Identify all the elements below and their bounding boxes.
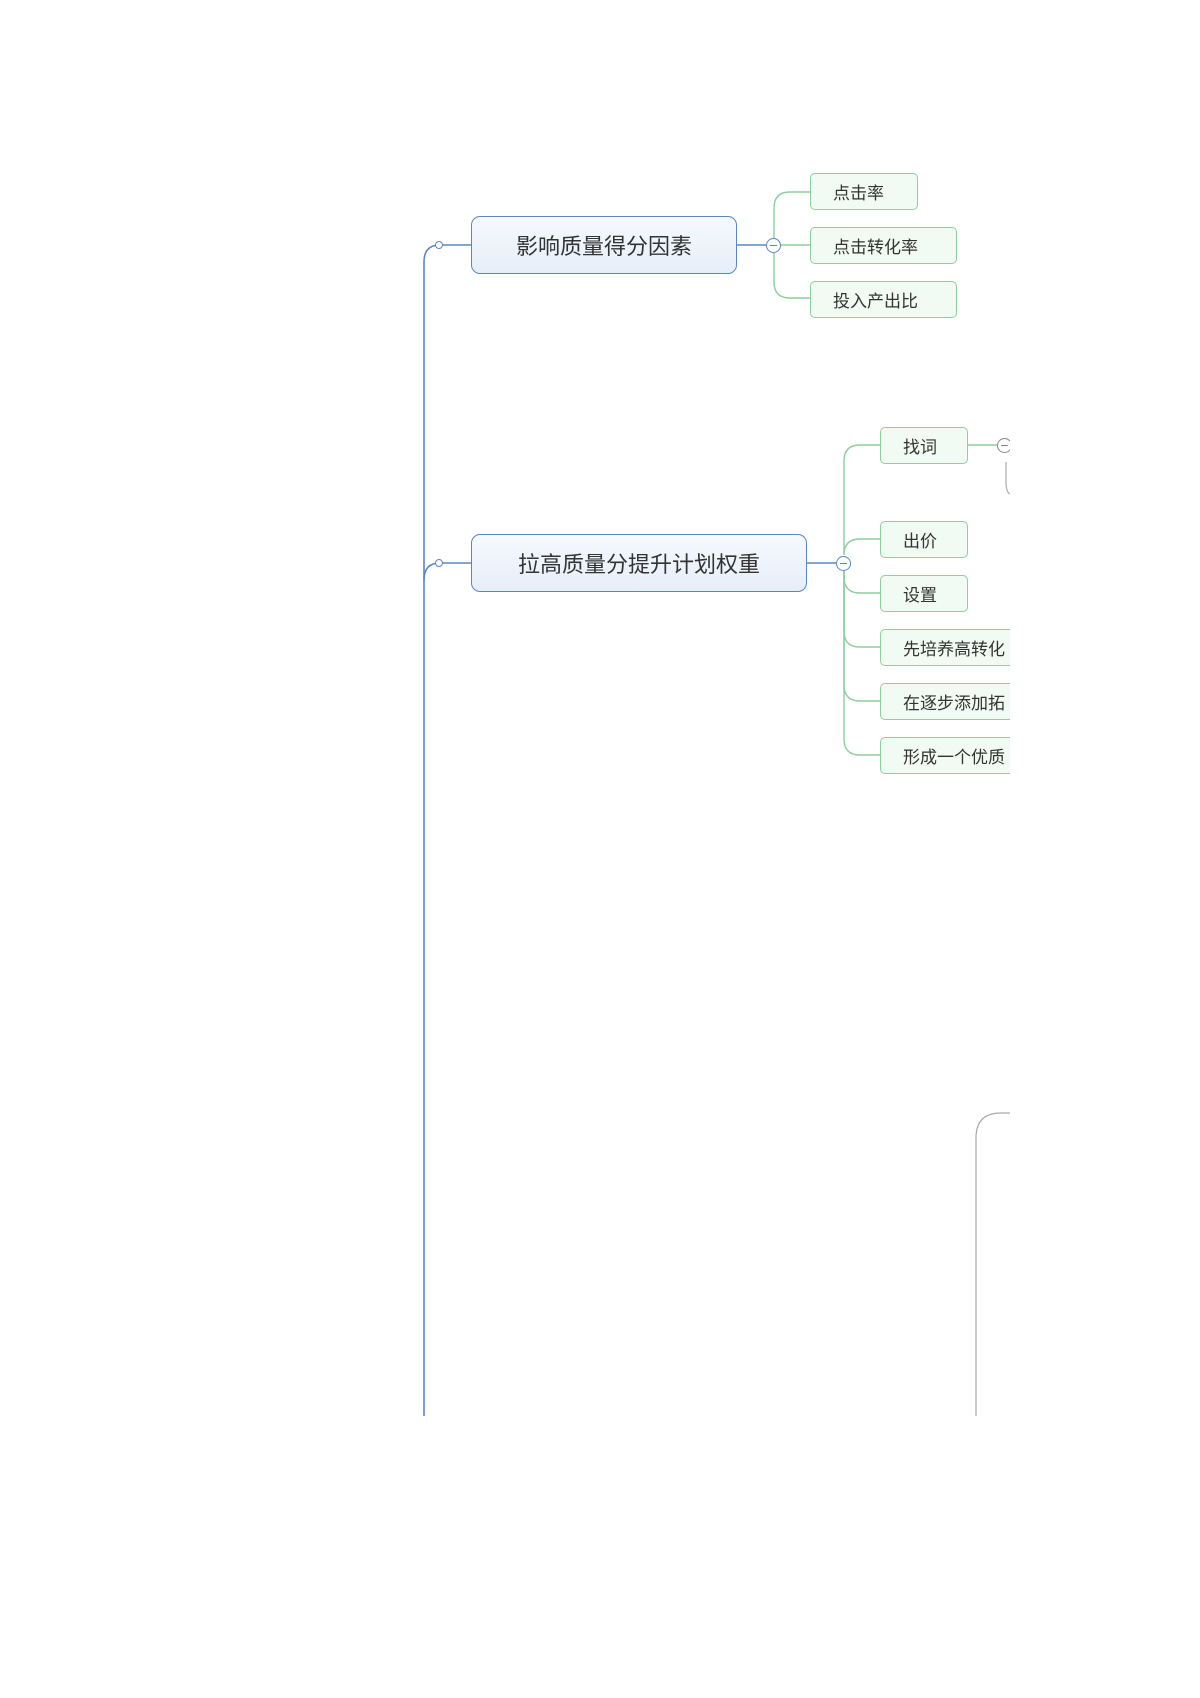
leaf-label: 设置 [903, 586, 937, 606]
leaf-node[interactable]: 点击转化率 [810, 227, 957, 264]
main-spine [423, 244, 441, 1416]
topic-2-leaf-connector-3 [843, 571, 880, 594]
minus-circle-icon[interactable] [766, 238, 781, 253]
topic-1-leaf-connector-1 [773, 191, 810, 245]
minus-circle-icon[interactable] [836, 556, 851, 571]
topic-label: 影响质量得分因素 [515, 235, 692, 260]
leaf-label: 点击率 [833, 184, 884, 204]
topic-2-leaf-connector-1 [843, 444, 880, 555]
topic-label: 拉高质量分提升计划权重 [517, 553, 760, 578]
leaf-node[interactable]: 点击率 [810, 173, 918, 210]
clipped-subtopic-frame-1 [1005, 462, 1010, 495]
leaf-node[interactable]: 出价 [880, 521, 968, 558]
leaf-label: 投入产出比 [833, 292, 918, 312]
leaf-node[interactable]: 投入产出比 [810, 281, 957, 318]
leaf-label: 点击转化率 [833, 238, 918, 258]
leaf-node[interactable]: 找词 [880, 427, 968, 464]
leaf-node[interactable]: 设置 [880, 575, 968, 612]
connector-dot-icon [435, 241, 443, 249]
leaf-label: 先培养高转化 [903, 640, 1005, 660]
topic-2-leaf-connector-2 [843, 538, 880, 556]
topic-2-leaf-connector-4 [843, 571, 880, 648]
topic-node-raise-quality-score[interactable]: 拉高质量分提升计划权重 [471, 534, 807, 592]
leaf-node[interactable]: 先培养高转化 [880, 629, 1010, 666]
leaf-label: 出价 [903, 532, 937, 552]
mindmap-viewport: 影响质量得分因素 点击率 点击转化率 投入产出比 拉高质量分提升计划权重 找词 … [0, 0, 1010, 1416]
topic-node-quality-factors[interactable]: 影响质量得分因素 [471, 216, 737, 274]
minus-circle-icon[interactable] [997, 438, 1010, 453]
leaf-label: 找词 [903, 438, 937, 458]
leaf-node[interactable]: 在逐步添加拓 [880, 683, 1010, 720]
leaf-label: 在逐步添加拓 [903, 694, 1005, 714]
topic-2-leaf-connector-6 [843, 571, 880, 756]
leaf-label: 形成一个优质 [903, 748, 1005, 768]
topic-1-leaf-connector-3 [773, 253, 810, 299]
clipped-subtopic-frame-2 [975, 1112, 1010, 1416]
leaf-node[interactable]: 形成一个优质 [880, 737, 1010, 774]
connector-dot-icon [435, 559, 443, 567]
connector-lines [423, 191, 1010, 1416]
mindmap-canvas: 影响质量得分因素 点击率 点击转化率 投入产出比 拉高质量分提升计划权重 找词 … [0, 0, 1110, 1571]
